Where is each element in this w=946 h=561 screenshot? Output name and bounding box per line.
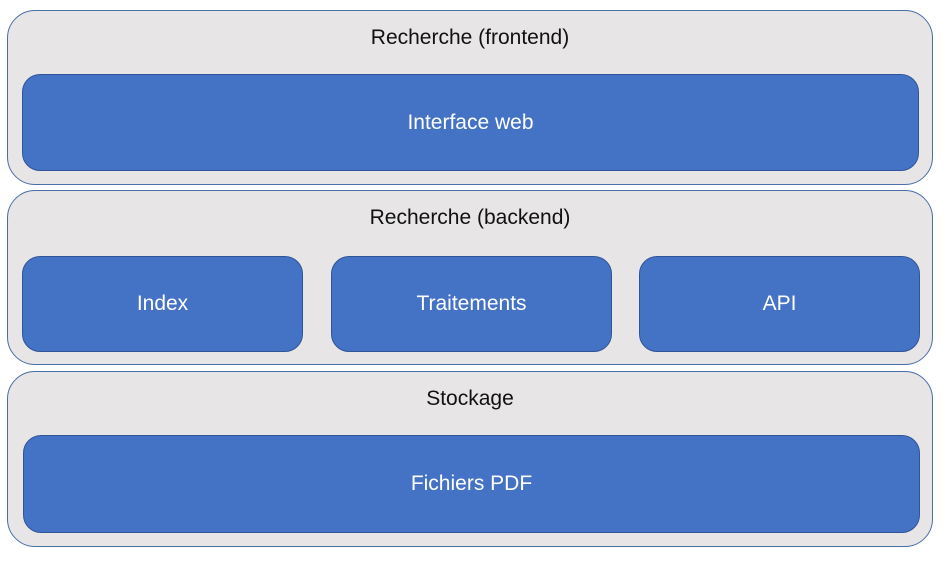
layer-stockage-title: Stockage: [426, 387, 514, 410]
component-traitements: Traitements: [331, 256, 612, 352]
layer-stockage: Stockage Fichiers PDF: [7, 371, 933, 547]
component-interface-web: Interface web: [22, 74, 919, 171]
component-index: Index: [22, 256, 303, 352]
layer-backend: Recherche (backend) Index Traitements AP…: [7, 190, 933, 365]
layer-frontend: Recherche (frontend) Interface web: [7, 10, 933, 185]
component-api: API: [639, 256, 920, 352]
layer-frontend-title: Recherche (frontend): [370, 26, 570, 49]
layer-backend-title: Recherche (backend): [369, 206, 571, 229]
component-fichiers-pdf: Fichiers PDF: [23, 435, 920, 533]
